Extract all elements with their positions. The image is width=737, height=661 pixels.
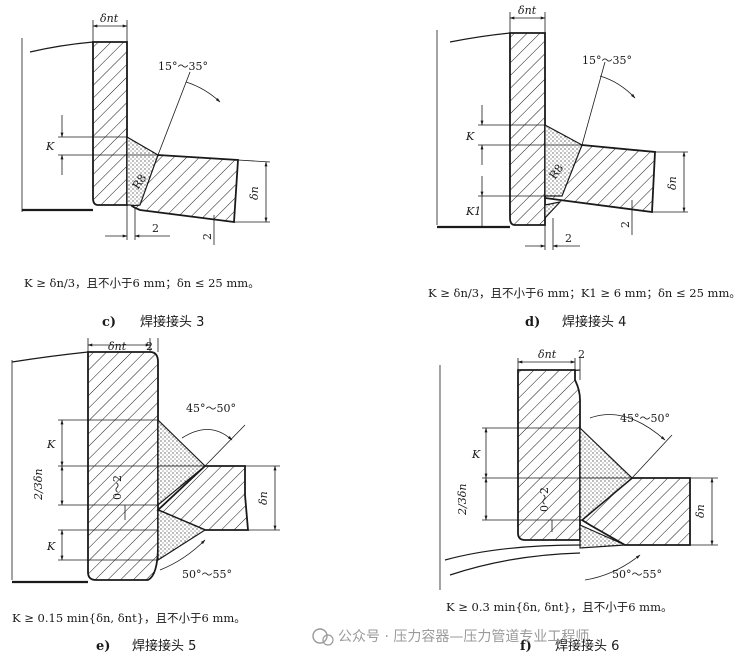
svg-text:K: K — [465, 130, 475, 143]
svg-text:δnt: δnt — [538, 348, 557, 361]
panel-letter-d: d) — [525, 315, 540, 330]
svg-text:δn: δn — [694, 504, 707, 518]
formula-f: K ≥ 0.3 min{δn, δnt}，且不小于6 mm。 — [446, 600, 672, 614]
panel-d: δnt 15°～35° K K1 R8 δn 2 2 K ≥ δn/3，且不小于… — [428, 4, 737, 330]
svg-text:δn: δn — [257, 491, 270, 505]
svg-text:2: 2 — [201, 233, 214, 240]
break-line — [29, 41, 94, 53]
weld-bead-bottom — [157, 509, 207, 562]
panel-title-d: 焊接接头 4 — [562, 314, 626, 330]
svg-text:2/3δn: 2/3δn — [456, 484, 469, 516]
svg-text:50°～55°: 50°～55° — [182, 568, 232, 581]
svg-text:2: 2 — [565, 232, 572, 245]
label-K1: K1 — [465, 205, 481, 218]
nozzle-wall — [92, 41, 128, 206]
label-gap-range: 0～2 — [111, 475, 124, 500]
panel-title-e: 焊接接头 5 — [132, 638, 196, 654]
svg-text:2: 2 — [578, 348, 585, 361]
shell-plate — [130, 154, 239, 224]
weld-bead — [579, 426, 633, 521]
weld-bead — [544, 123, 583, 197]
svg-text:δnt: δnt — [108, 340, 127, 353]
watermark-text: 公众号 · 压力容器—压力管道专业工程师 — [338, 628, 589, 645]
svg-text:δnt: δnt — [518, 4, 537, 17]
formula-e: K ≥ 0.15 min{δn, δnt}，且不小于6 mm。 — [12, 611, 246, 625]
panel-letter-c: c) — [102, 315, 116, 330]
label-delta-n: δn — [248, 186, 261, 200]
panel-letter-e: e) — [96, 639, 110, 654]
svg-text:K: K — [471, 448, 481, 461]
svg-text:2: 2 — [619, 221, 632, 228]
label-angle: 15°～35° — [158, 60, 208, 73]
panel-letter-f: f) — [520, 639, 532, 654]
svg-text:45°～50°: 45°～50° — [186, 402, 236, 415]
label-two-thirds: 2/3δn — [32, 469, 45, 501]
panel-title-f: 焊接接头 6 — [555, 638, 619, 654]
svg-text:K: K — [46, 540, 56, 553]
panel-f: δnt 2 45°～50° 50°～55° K 2/3δn 0～2 δn K ≥… — [439, 348, 718, 654]
label-gap: 2 — [152, 222, 159, 235]
formula-c: K ≥ δn/3，且不小于6 mm；δn ≤ 25 mm。 — [24, 276, 260, 290]
label-delta-nt: δnt — [100, 12, 119, 25]
svg-text:δn: δn — [666, 176, 679, 190]
svg-text:0～2: 0～2 — [538, 487, 551, 512]
watermark: 公众号 · 压力容器—压力管道专业工程师 — [312, 628, 589, 646]
svg-text:2: 2 — [146, 340, 153, 353]
svg-text:50°～55°: 50°～55° — [612, 568, 662, 581]
panel-e: δnt 2 45°～50° 50°～55° K 2/3δn K 0～2 δn K… — [11, 338, 280, 654]
panel-title-c: 焊接接头 3 — [140, 314, 204, 330]
wechat-icon — [312, 628, 328, 644]
label-K: K — [45, 140, 55, 153]
panel-c: δnt 15°～35° K R8 δn 2 2 K ≥ δn/3，且不小于6 m… — [21, 12, 271, 330]
formula-d: K ≥ δn/3，且不小于6 mm；K1 ≥ 6 mm；δn ≤ 25 mm。 — [428, 286, 737, 300]
weld-bead-top — [157, 418, 206, 507]
nozzle-wall — [517, 369, 581, 541]
svg-text:45°～50°: 45°～50° — [620, 412, 670, 425]
svg-text:15°～35°: 15°～35° — [582, 54, 632, 67]
weld-bead — [126, 135, 159, 207]
svg-text:K: K — [46, 438, 56, 451]
